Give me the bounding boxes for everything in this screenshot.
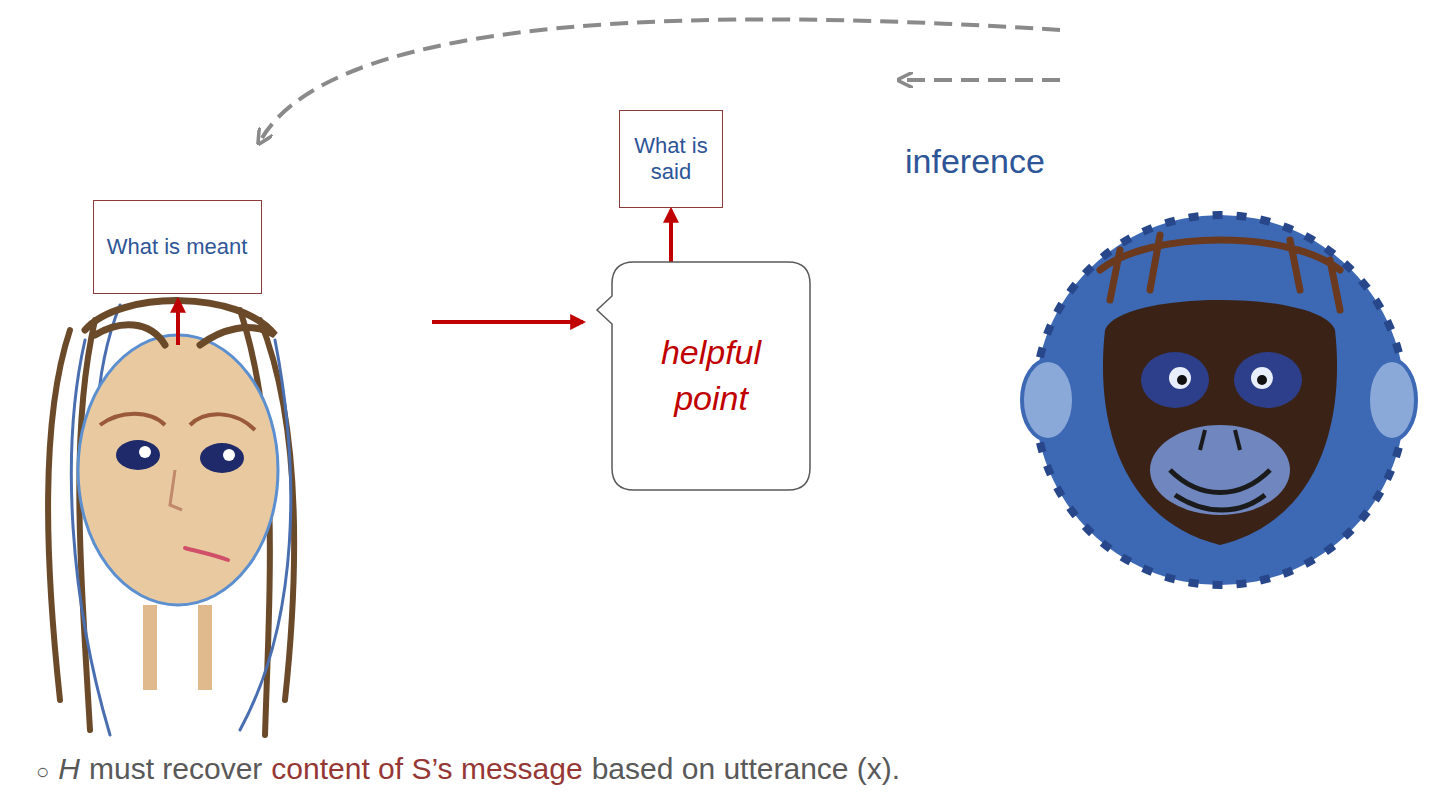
hearer-symbol: H	[58, 752, 80, 786]
red-arrow	[176, 300, 180, 345]
bubble-outline	[612, 262, 810, 490]
woman-face	[48, 301, 294, 735]
node-text: helpful point	[636, 330, 786, 422]
inference-label: inference	[905, 142, 1045, 181]
red-arrow	[669, 210, 673, 262]
meaning-box: What is meant	[93, 200, 262, 294]
dashed-arrow	[905, 78, 1060, 82]
red-arrow	[432, 320, 583, 324]
monkey-face	[1022, 215, 1416, 585]
said-box: What is said	[619, 110, 723, 208]
bullet-line: ○ Hmust recover content of S’s message base…	[36, 752, 900, 786]
sentence-text: based on utterance (x).	[592, 752, 901, 786]
node-text: What is said	[631, 133, 711, 186]
node-text: What is meant	[107, 234, 248, 260]
bullet: ○	[36, 759, 49, 785]
speech-bubble: helpful point	[612, 262, 810, 490]
sentence-text: must recover	[89, 752, 262, 786]
highlight-text: content of S’s message	[271, 752, 582, 786]
bubble-shape	[597, 262, 810, 490]
